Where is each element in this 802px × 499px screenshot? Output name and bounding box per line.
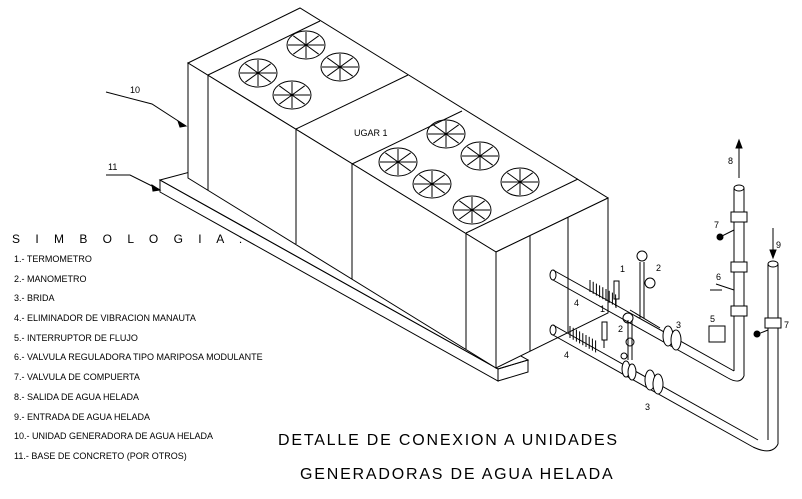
fan-icon [238,58,278,88]
callout-11: 11 [108,162,117,172]
unit-label: UGAR 1 [354,128,388,138]
callout-9: 9 [776,240,781,250]
drawing-title-line-2: GENERADORAS DE AGUA HELADA [300,466,615,483]
gate-valve-lower [753,329,769,338]
fan-icon [412,169,452,199]
legend-title: S I M B O L O G I A : [12,232,249,246]
outlet-arrow [735,138,743,178]
drawing-title-line-1: DETALLE DE CONEXION A UNIDADES [278,432,619,449]
legend-item: 11.- BASE DE CONCRETO (POR OTROS) [14,450,187,461]
legend-item: 5.- INTERRUPTOR DE FLUJO [14,332,138,343]
callout-6: 6 [716,272,721,282]
callout-1-upper: 1 [620,264,625,274]
supply-pipe [549,269,735,379]
callout-8: 8 [728,156,733,166]
fan-icon [320,52,360,82]
fan-icon [426,119,466,149]
legend-item: 6.- VALVULA REGULADORA TIPO MARIPOSA MOD… [14,352,263,363]
legend-item: 7.- VALVULA DE COMPUERTA [14,372,140,383]
callout-2-upper: 2 [656,263,661,273]
callout-4-upper: 4 [574,298,579,308]
fan-icon [452,195,492,225]
manometer-lower [620,320,635,360]
butterfly-valve [710,283,735,291]
fan-icon [272,80,312,110]
legend-item: 1.- TERMOMETRO [14,254,92,264]
thermometer-upper [613,280,620,308]
gate-valve-upper [716,229,735,241]
leader-10 [105,91,188,128]
return-riser [752,260,782,452]
fan-icon [378,147,418,177]
chiller-unit [186,7,610,369]
callout-4-lower: 4 [564,350,569,360]
callout-3-upper: 3 [676,320,681,330]
condenser-fans [238,30,540,225]
fan-icon [500,167,540,197]
callout-3-lower: 3 [645,402,650,412]
legend-item: 10.- UNIDAD GENERADORA DE AGUA HELADA [14,431,214,442]
flanges [621,325,682,395]
leader-11 [106,174,162,192]
legend-item: 2.- MANOMETRO [14,273,87,284]
manometer-upper [622,250,661,329]
fan-icon [286,30,326,60]
legend-item: 9.- ENTRADA DE AGUA HELADA [14,411,151,422]
flow-switch [708,325,726,343]
callout-10: 10 [130,85,140,95]
callout-1-lower: 1 [600,304,605,314]
callout-5: 5 [710,314,715,324]
legend-list: 1.- TERMOMETRO 2.- MANOMETRO 3.- BRIDA 4… [14,254,263,471]
callout-7-upper: 7 [714,220,719,230]
callout-2-lower: 2 [618,324,623,334]
thermometer-lower [601,321,608,348]
fan-icon [460,141,500,171]
legend-item: 4.- ELIMINADOR DE VIBRACION MANAUTA [14,313,196,324]
legend-item: 3.- BRIDA [14,293,55,304]
concrete-base [158,171,530,382]
vibration-eliminator-lower [569,326,597,353]
vibration-eliminator-upper [589,280,617,307]
supply-riser [727,184,748,382]
inlet-arrow [769,228,777,260]
callout-7-lower: 7 [784,320,789,330]
legend-item: 8.- SALIDA DE AGUA HELADA [14,391,140,402]
